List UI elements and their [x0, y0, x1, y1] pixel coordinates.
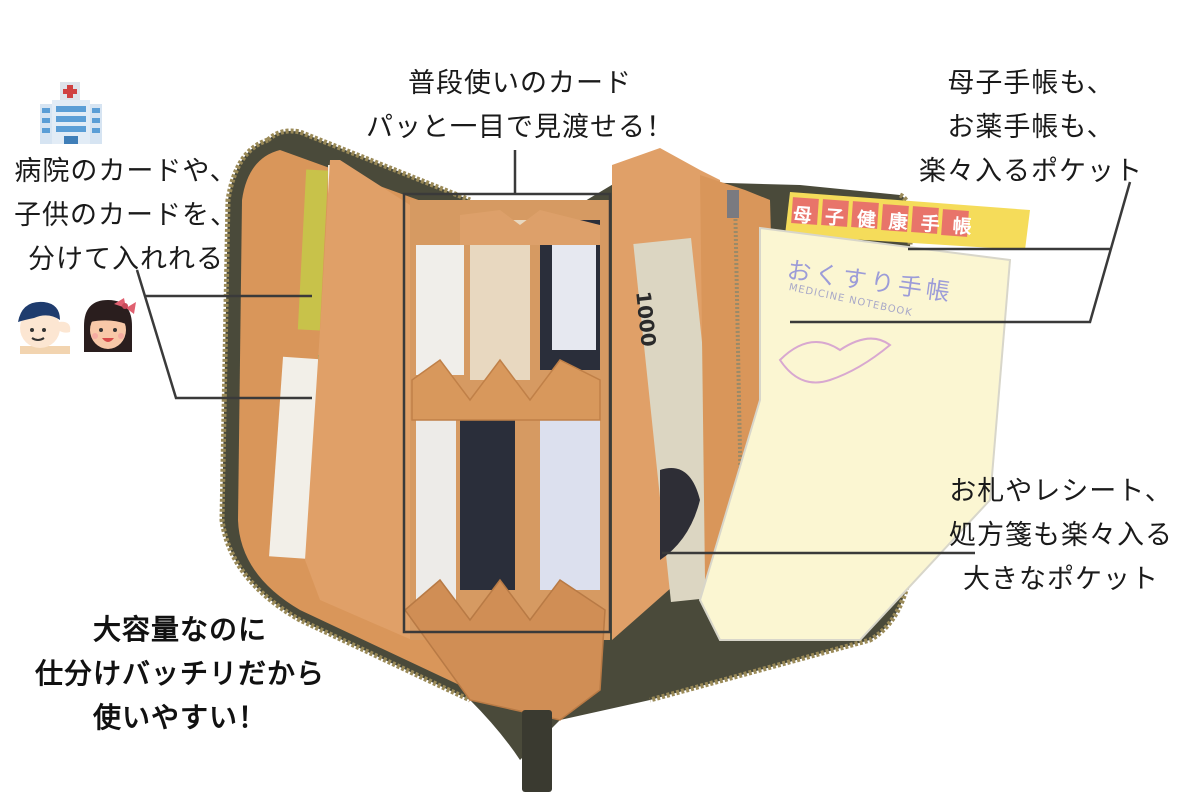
callout-notebooks: 母子手帳も、 お薬手帳も、 楽々入るポケット	[900, 62, 1162, 194]
callout-summary-line-2: 仕分けバッチリだから	[34, 657, 325, 690]
callout-summary: 大容量なのに 仕分けバッチリだから 使いやすい！	[10, 608, 350, 740]
callout-hospital-cards-line-3: 分けて入れれる	[28, 244, 224, 275]
callout-bills-receipts-line-1: お札やレシート、	[949, 476, 1173, 507]
card-center-5	[416, 420, 456, 610]
callout-bills-receipts-line-3: 大きなポケット	[963, 564, 1159, 595]
callout-bills-receipts: お札やレシート、 処方箋も楽々入る 大きなポケット	[930, 470, 1192, 602]
card-center-7	[540, 400, 600, 590]
bird-doodle	[778, 337, 892, 384]
zipper-tab	[522, 710, 552, 792]
callout-summary-line-1: 大容量なのに	[92, 613, 267, 646]
card-center-1	[416, 245, 464, 375]
callout-everyday-cards: 普段使いのカード パッと一目で見渡せる！	[345, 62, 695, 150]
zipper-left	[219, 137, 472, 703]
callout-bills-receipts-line-2: 処方箋も楽々入る	[949, 520, 1173, 551]
boy-face-icon	[18, 301, 71, 354]
card-center-6	[460, 400, 515, 590]
callout-notebooks-line-2: お薬手帳も、	[947, 112, 1115, 143]
callout-hospital-cards-line-2: 子供のカードを、	[14, 200, 238, 231]
callout-notebooks-line-1: 母子手帳も、	[947, 68, 1115, 99]
callout-everyday-cards-line-2: パッと一目で見渡せる！	[366, 112, 674, 143]
callout-summary-line-3: 使いやすい！	[92, 701, 267, 734]
callout-hospital-cards-line-1: 病院のカードや、	[14, 156, 238, 187]
callout-hospital-cards: 病院のカードや、 子供のカードを、 分けて入れれる	[6, 150, 246, 282]
card-center-4	[552, 230, 596, 350]
girl-face-icon	[84, 298, 136, 352]
callout-everyday-cards-line-1: 普段使いのカード	[408, 68, 632, 99]
banknote-portrait	[660, 468, 700, 560]
callout-notebooks-line-3: 楽々入るポケット	[919, 156, 1143, 187]
hospital-icon	[40, 82, 102, 144]
accordion-fold-bottom	[403, 578, 606, 721]
zipper-pull	[727, 190, 739, 218]
accordion-fold-top	[411, 358, 601, 421]
left-flap	[305, 160, 412, 640]
